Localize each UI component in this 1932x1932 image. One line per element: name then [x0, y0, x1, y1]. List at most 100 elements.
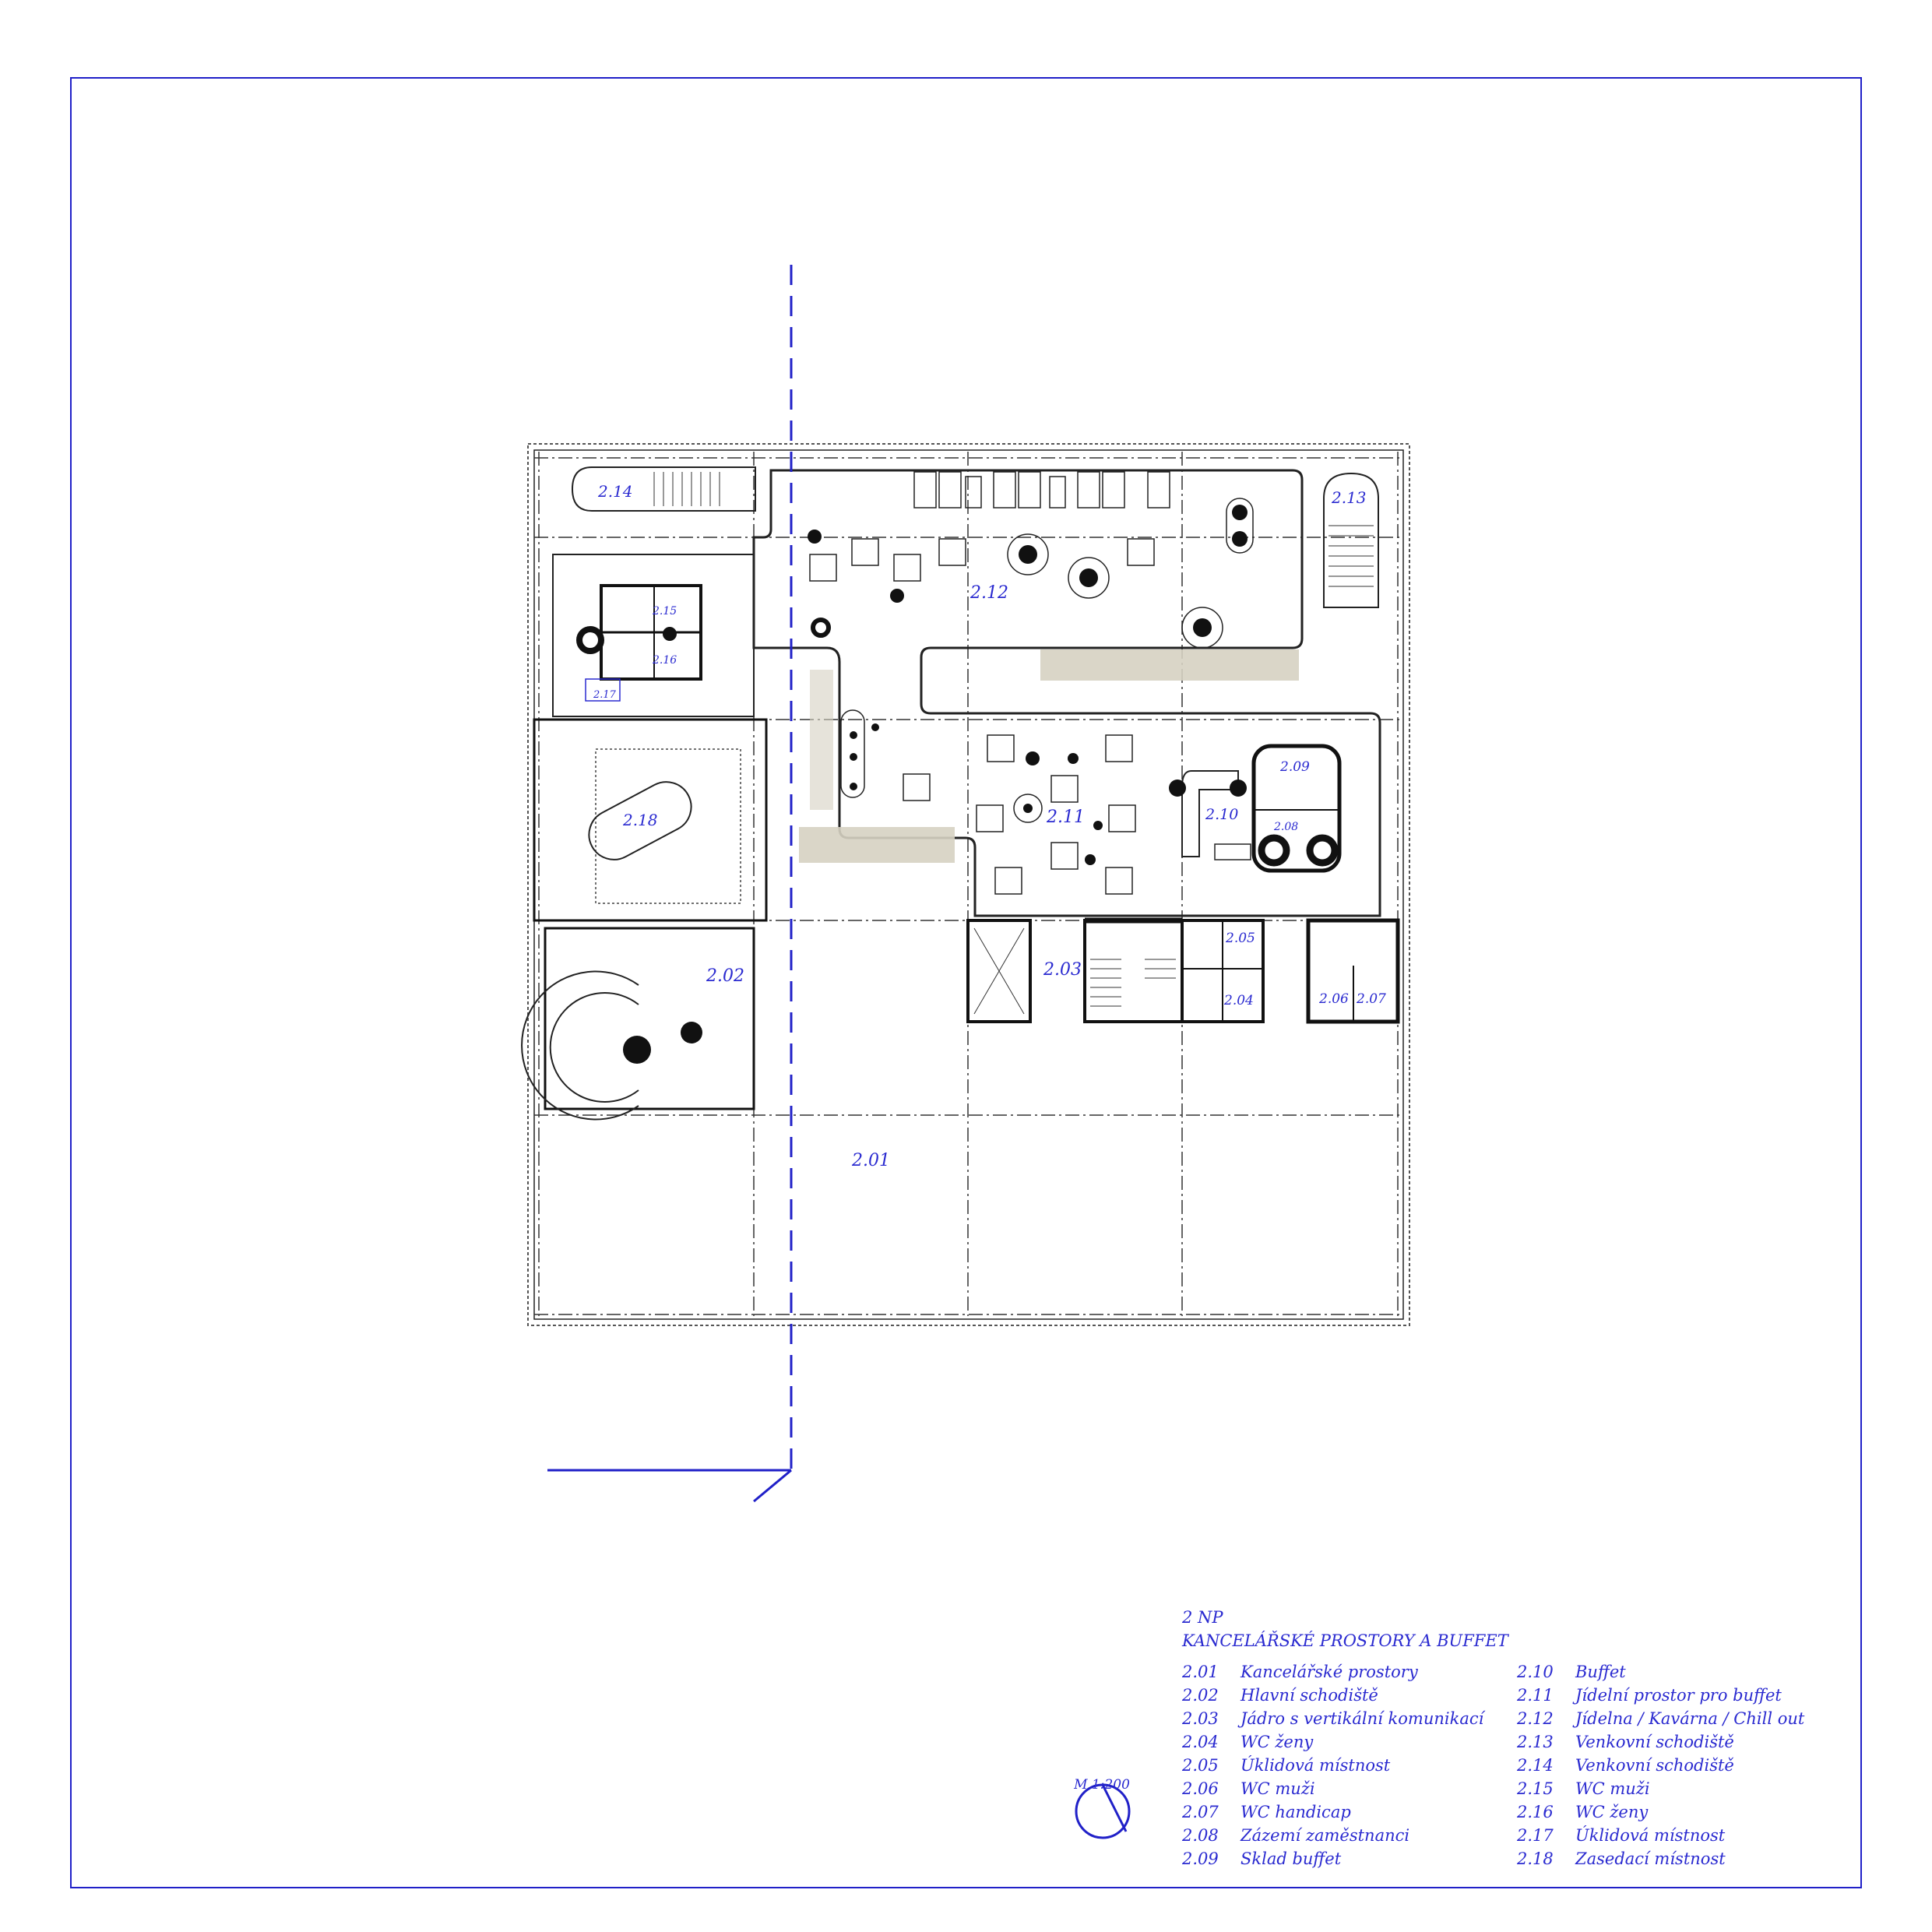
legend-room-name: WC handicap [1240, 1803, 1351, 1821]
room-label-2-02: 2.02 [706, 966, 744, 986]
legend-room-number: 2.17 [1517, 1826, 1554, 1845]
buffet-storage [1251, 744, 1342, 873]
legend-room-number: 2.13 [1517, 1733, 1554, 1751]
legend-room-name: Venkovní schodiště [1575, 1756, 1734, 1775]
dining-chairs [903, 734, 1136, 895]
legend-row: 2.14 Venkovní schodiště [1517, 1754, 1852, 1777]
legend-row: 2.12 Jídelna / Kavárna / Chill out [1517, 1707, 1852, 1730]
legend-room-number: 2.10 [1517, 1663, 1554, 1681]
legend-room-number: 2.02 [1182, 1686, 1219, 1705]
main-staircase-wall [544, 927, 755, 1110]
legend-row: 2.17 Úklidová místnost [1517, 1824, 1852, 1847]
legend-room-name: Jádro s vertikální komunikací [1240, 1709, 1484, 1728]
structural-grid [534, 452, 1403, 1316]
column [1230, 779, 1247, 797]
column [576, 626, 604, 654]
stair-treads [1328, 525, 1374, 587]
stair-column [623, 1036, 651, 1064]
room-label-2-15: 2.15 [652, 605, 677, 618]
column [1258, 834, 1290, 867]
legend-room-name: WC ženy [1575, 1803, 1649, 1821]
legend-room-name: Venkovní schodiště [1575, 1733, 1734, 1751]
cleaning-room-box [585, 678, 621, 702]
scale-label: M 1:200 [1074, 1777, 1130, 1793]
column [1306, 834, 1339, 867]
outdoor-stair-2-14 [571, 466, 756, 512]
legend-row: 2.15 WC muži [1517, 1777, 1852, 1800]
paving-patches [799, 649, 1299, 863]
spiral-stair-outer [521, 970, 639, 1121]
room-label-2-18: 2.18 [622, 811, 658, 829]
room-label-2-11: 2.11 [1046, 808, 1085, 827]
room-label-2-01: 2.01 [851, 1151, 890, 1170]
legend-room-name: Sklad buffet [1240, 1849, 1342, 1868]
legend-row: 2.18 Zasedací místnost [1517, 1847, 1852, 1870]
plan-title: KANCELÁŘSKÉ PROSTORY A BUFFET [1182, 1631, 1508, 1650]
legend-row: 2.04 WC ženy [1182, 1730, 1517, 1754]
room-label-2-10: 2.10 [1205, 806, 1238, 823]
room-label-2-16: 2.16 [652, 654, 677, 667]
legend-room-name: Jídelna / Kavárna / Chill out [1575, 1709, 1805, 1728]
legend-room-number: 2.15 [1517, 1779, 1554, 1798]
dining-tables [850, 723, 1103, 865]
legend-room-number: 2.11 [1517, 1686, 1554, 1705]
stair-treads [653, 472, 720, 506]
meeting-room-carpet [595, 748, 741, 904]
meeting-table [588, 781, 692, 860]
north-arrow-icon [1075, 1783, 1131, 1839]
outdoor-stair-2-13 [1323, 472, 1379, 608]
column [1169, 779, 1186, 797]
room-label-2-14: 2.14 [597, 482, 633, 501]
legend-room-name: Zázemí zaměstnanci [1240, 1826, 1410, 1845]
legend-row: 2.02 Hlavní schodiště [1182, 1684, 1517, 1707]
floor-label: 2 NP [1182, 1608, 1223, 1627]
meeting-room-wall [533, 718, 768, 922]
legend-room-name: Úklidová místnost [1575, 1826, 1726, 1845]
legend-room-number: 2.09 [1182, 1849, 1219, 1868]
gallery-edge [752, 469, 1381, 917]
legend-room-name: WC muži [1575, 1779, 1650, 1798]
stair-column [681, 1022, 702, 1043]
legend-room-name: Úklidová místnost [1240, 1756, 1391, 1775]
cafe-chairs [809, 498, 1254, 649]
lounge-sofas [913, 471, 1170, 509]
room-label-2-17: 2.17 [593, 689, 617, 701]
legend-row: 2.09 Sklad buffet [1182, 1847, 1517, 1870]
legend-room-number: 2.05 [1182, 1756, 1219, 1775]
room-label-2-08: 2.08 [1273, 821, 1298, 833]
legend-room-number: 2.12 [1517, 1709, 1554, 1728]
legend-room-name: Zasedací místnost [1575, 1849, 1726, 1868]
legend-room-name: WC ženy [1240, 1733, 1314, 1751]
facade-line [533, 449, 1404, 1320]
legend-room-name: Hlavní schodiště [1240, 1686, 1378, 1705]
slab-edge [527, 443, 1410, 1326]
legend-room-name: WC muži [1240, 1779, 1315, 1798]
section-line [547, 265, 793, 1503]
room-label-2-04: 2.04 [1223, 993, 1254, 1008]
room-label-2-03: 2.03 [1043, 960, 1082, 980]
legend-room-number: 2.18 [1517, 1849, 1554, 1868]
legend-row: 2.08 Zázemí zaměstnanci [1182, 1824, 1517, 1847]
spiral-stair [549, 992, 639, 1103]
legend-room-name: Kancelářské prostory [1240, 1663, 1418, 1681]
column [663, 627, 677, 641]
room-label-2-07: 2.07 [1356, 991, 1386, 1007]
legend-room-number: 2.14 [1517, 1756, 1554, 1775]
legend-row: 2.05 Úklidová místnost [1182, 1754, 1517, 1777]
room-labels: 2.01 2.02 2.03 2.04 2.05 2.06 2.07 2.08 … [593, 482, 1386, 1170]
cafe-tables [808, 505, 1248, 637]
room-label-2-09: 2.09 [1279, 759, 1310, 775]
legend-room-number: 2.04 [1182, 1733, 1219, 1751]
legend-room-number: 2.08 [1182, 1826, 1219, 1845]
